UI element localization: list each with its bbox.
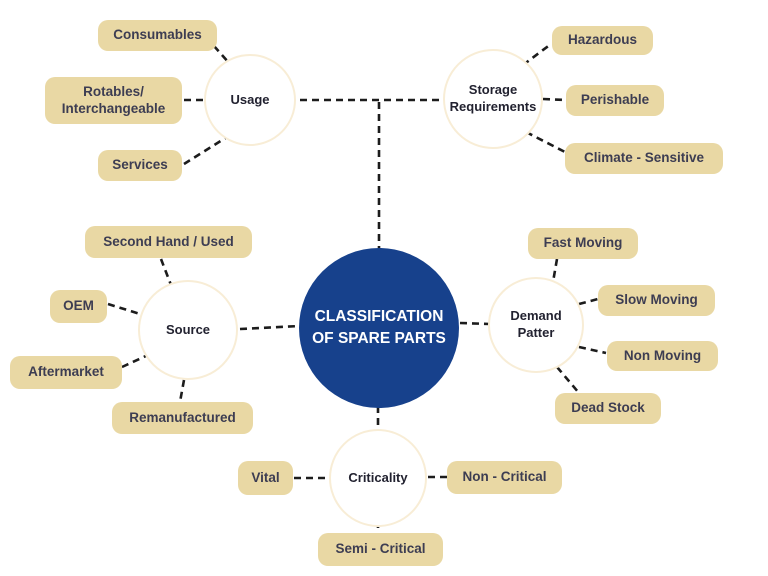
connector-line <box>459 321 491 326</box>
node-aftermarket: Aftermarket <box>10 356 122 389</box>
branch-label: Usage <box>230 91 270 107</box>
connector-line <box>578 297 599 306</box>
connector-line <box>525 130 566 154</box>
node-slow-moving: Slow Moving <box>598 285 715 316</box>
node-consumables: Consumables <box>98 20 217 51</box>
connector-line <box>556 366 580 394</box>
central-topic-label: CLASSIFICATION OF SPARE PARTS <box>312 308 446 347</box>
connector-line <box>213 45 231 65</box>
node-semi-critical: Semi - Critical <box>318 533 443 566</box>
node-non-critical: Non - Critical <box>447 461 562 494</box>
node-non-moving: Non Moving <box>607 341 718 371</box>
branch-source: Source <box>138 280 238 380</box>
node-perishable: Perishable <box>566 85 664 116</box>
node-second-hand-used: Second Hand / Used <box>85 226 252 258</box>
branch-usage: Usage <box>204 54 296 146</box>
connector-line <box>178 379 186 403</box>
connector-line <box>578 345 607 355</box>
connector-line <box>542 97 567 102</box>
connector-line <box>159 258 173 286</box>
branch-label: Source <box>165 321 211 337</box>
node-rotables-interchangeable: Rotables/ Interchangeable <box>45 77 182 124</box>
node-climate-sensitive: Climate - Sensitive <box>565 143 723 174</box>
branch-label: Demand Patter <box>510 308 562 340</box>
branch-label: Storage Requirements <box>449 82 537 114</box>
node-remanufactured: Remanufactured <box>112 402 253 434</box>
connector-line <box>121 353 149 369</box>
connector-line <box>551 258 559 283</box>
connector-line <box>183 135 228 166</box>
branch-criticality: Criticality <box>329 429 427 527</box>
connector-line <box>239 324 301 331</box>
connector-line <box>107 302 141 316</box>
node-oem: OEM <box>50 290 107 323</box>
node-vital: Vital <box>238 461 293 495</box>
central-topic: CLASSIFICATION OF SPARE PARTS <box>299 248 459 408</box>
node-fast-moving: Fast Moving <box>528 228 638 259</box>
node-hazardous: Hazardous <box>552 26 653 55</box>
branch-storage-requirements: Storage Requirements <box>443 49 543 149</box>
connector-line <box>522 42 552 67</box>
node-dead-stock: Dead Stock <box>555 393 661 424</box>
branch-demand-patter: Demand Patter <box>488 277 584 373</box>
node-services: Services <box>98 150 182 181</box>
branch-label: Criticality <box>348 469 408 485</box>
